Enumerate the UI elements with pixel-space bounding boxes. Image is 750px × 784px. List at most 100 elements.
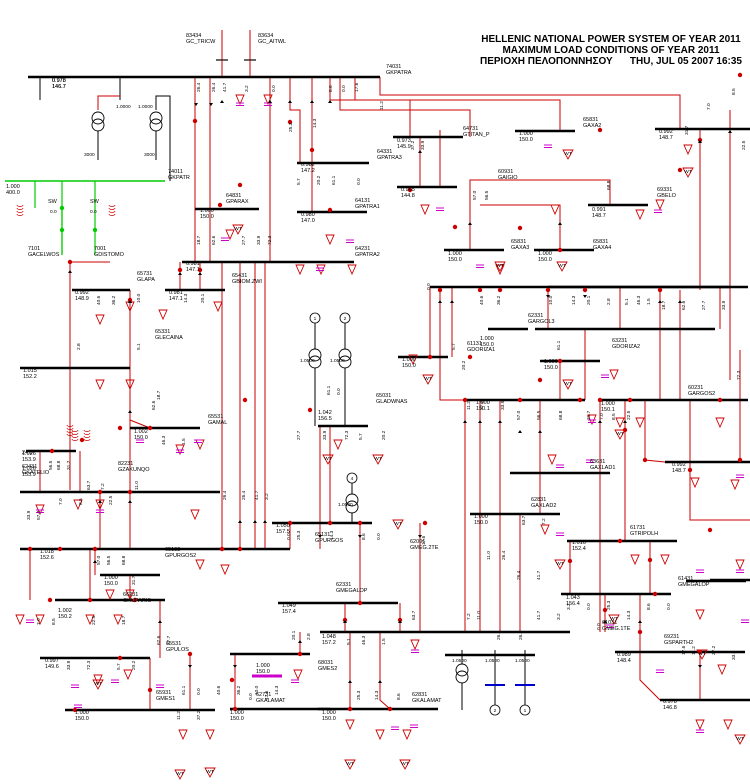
tap-ratio: 1.0000 [138, 104, 153, 110]
breaker-dot[interactable] [627, 397, 633, 403]
generator-icon[interactable] [346, 472, 358, 484]
breaker-dot[interactable] [67, 259, 73, 265]
breaker-dot[interactable] [737, 72, 743, 78]
breaker-dot[interactable] [545, 287, 551, 293]
bus-name: GPURGOS2 [165, 553, 196, 559]
breaker-dot[interactable] [117, 655, 123, 661]
breaker-dot[interactable] [237, 182, 243, 188]
breaker-dot[interactable] [642, 457, 648, 463]
breaker-dot[interactable] [437, 287, 443, 293]
flow-value: 37.2 [711, 645, 717, 655]
breaker-dot[interactable] [637, 629, 643, 635]
breaker-dot[interactable] [127, 489, 133, 495]
breaker-dot[interactable] [647, 557, 653, 563]
breaker-dot[interactable] [72, 707, 78, 713]
breaker-dot[interactable] [617, 538, 623, 544]
breaker-dot[interactable] [232, 706, 238, 712]
breaker-dot[interactable] [687, 467, 693, 473]
breaker-dot[interactable] [387, 706, 393, 712]
breaker-dot[interactable] [87, 597, 93, 603]
breaker-dot[interactable] [47, 597, 53, 603]
breaker-dot[interactable] [657, 287, 663, 293]
flow-value: 7.0 [58, 498, 64, 505]
load-triangle-icon [333, 439, 343, 451]
breaker-dot[interactable] [357, 600, 363, 606]
breaker-dot[interactable] [187, 651, 193, 657]
breaker-dot[interactable] [287, 119, 293, 125]
breaker-dot[interactable] [57, 546, 63, 552]
breaker-dot[interactable] [92, 546, 98, 552]
breaker-dot[interactable] [407, 187, 413, 193]
breaker-dot[interactable] [219, 546, 225, 552]
generator-icon[interactable] [339, 312, 351, 324]
breaker-dot[interactable] [537, 377, 543, 383]
breaker-dot[interactable] [452, 224, 458, 230]
breaker-dot[interactable] [677, 167, 683, 173]
transformer-rating: 3000 [84, 152, 95, 158]
breaker-dot[interactable] [97, 489, 103, 495]
breaker-dot[interactable] [177, 267, 183, 273]
load-triangle-icon [158, 309, 168, 321]
bus-voltage-kv: 152.4 [572, 546, 586, 552]
breaker-dot[interactable] [467, 354, 473, 360]
breaker-dot[interactable] [602, 607, 608, 613]
breaker-dot[interactable] [287, 520, 293, 526]
generator-icon[interactable] [489, 704, 501, 716]
breaker-dot[interactable] [242, 397, 248, 403]
breaker-dot[interactable] [307, 407, 313, 413]
breaker-dot[interactable] [422, 520, 428, 526]
breaker-dot[interactable] [427, 354, 433, 360]
breaker-dot[interactable] [147, 425, 153, 431]
breaker-dot[interactable] [567, 558, 573, 564]
breaker-dot[interactable] [297, 651, 303, 657]
breaker-dot[interactable] [707, 527, 713, 533]
bus-id: 65831 [593, 239, 608, 245]
breaker-dot[interactable] [557, 358, 563, 364]
flow-value: 46.3 [161, 435, 167, 445]
load-triangle-icon [293, 669, 303, 681]
breaker-dot[interactable] [327, 207, 333, 213]
breaker-dot[interactable] [309, 147, 315, 153]
breaker-dot[interactable] [132, 597, 138, 603]
bus-id: 69231 [664, 634, 679, 640]
breaker-dot[interactable] [49, 448, 55, 454]
breaker-dot[interactable] [237, 546, 243, 552]
breaker-dot[interactable] [192, 118, 198, 124]
breaker-dot[interactable] [597, 127, 603, 133]
flow-value: 68.8 [558, 410, 564, 420]
generator-icon[interactable] [519, 704, 531, 716]
breaker-dot[interactable] [477, 287, 483, 293]
flow-value: 14.3 [571, 295, 577, 305]
breaker-dot[interactable] [462, 397, 468, 403]
flow-arrow-icon [233, 665, 237, 668]
breaker-dot[interactable] [357, 520, 363, 526]
breaker-dot[interactable] [737, 457, 743, 463]
breaker-dot[interactable] [497, 287, 503, 293]
breaker-dot[interactable] [517, 225, 523, 231]
load-triangle-icon [730, 479, 740, 491]
breaker-dot[interactable] [79, 437, 85, 443]
breaker-dot[interactable] [59, 227, 65, 233]
breaker-dot[interactable] [27, 546, 33, 552]
breaker-dot[interactable] [577, 397, 583, 403]
breaker-dot[interactable] [117, 425, 123, 431]
flow-value: 8.5 [78, 498, 84, 505]
bus-voltage-pu: 0.978 [52, 78, 66, 84]
breaker-dot[interactable] [327, 520, 333, 526]
breaker-dot[interactable] [717, 397, 723, 403]
breaker-dot[interactable] [557, 247, 563, 253]
breaker-dot[interactable] [229, 677, 235, 683]
breaker-dot[interactable] [217, 202, 223, 208]
breaker-dot[interactable] [582, 287, 588, 293]
breaker-dot[interactable] [597, 397, 603, 403]
breaker-dot[interactable] [197, 267, 203, 273]
breaker-dot[interactable] [59, 205, 65, 211]
bus-voltage-kv: 148.4 [617, 658, 631, 664]
generator-icon[interactable] [309, 312, 321, 324]
breaker-dot[interactable] [517, 397, 523, 403]
breaker-dot[interactable] [92, 227, 98, 233]
flow-arrow-icon [418, 150, 422, 153]
breaker-dot[interactable] [652, 591, 658, 597]
breaker-dot[interactable] [147, 687, 153, 693]
breaker-dot[interactable] [347, 706, 353, 712]
